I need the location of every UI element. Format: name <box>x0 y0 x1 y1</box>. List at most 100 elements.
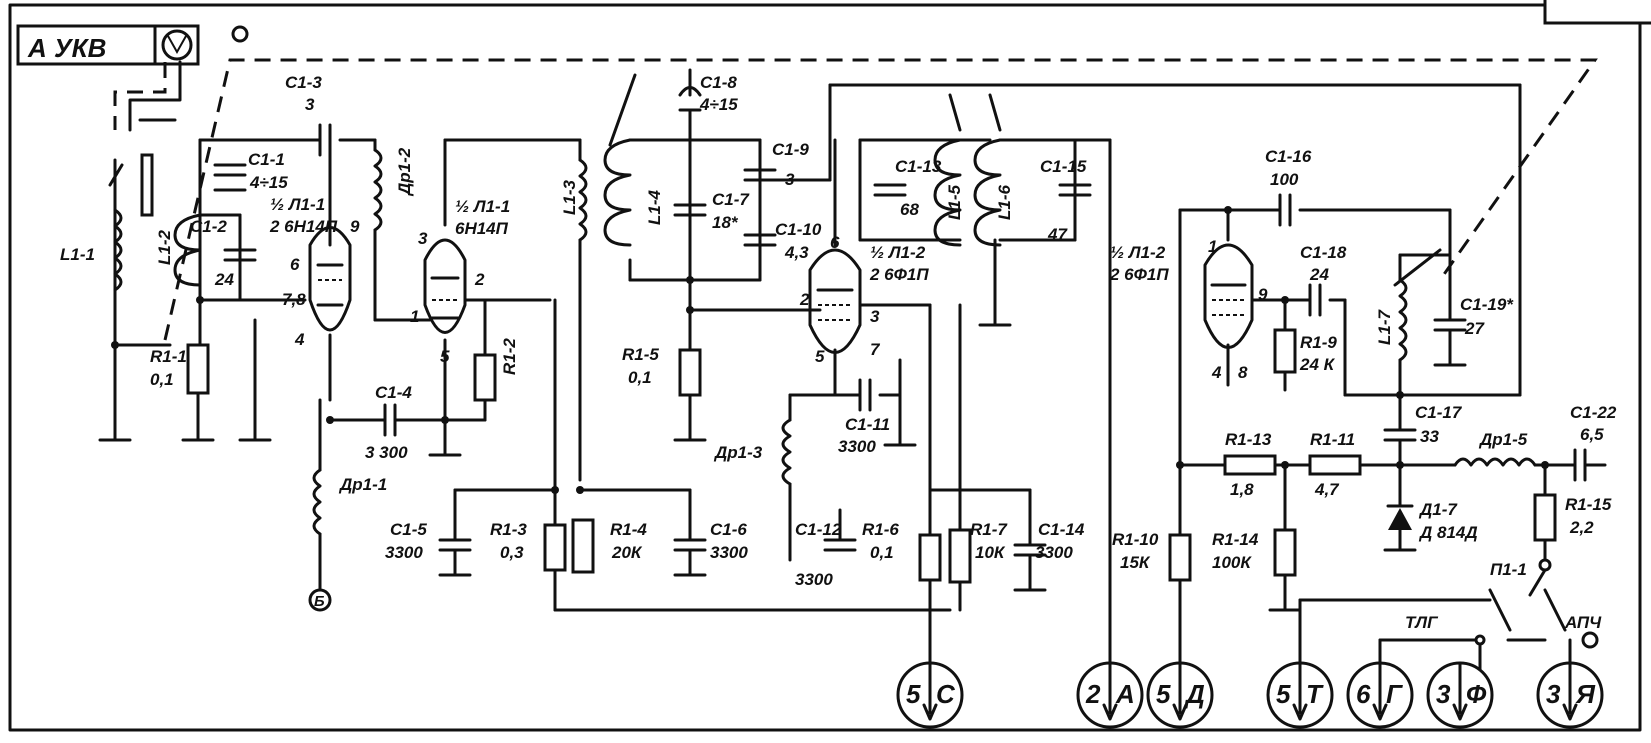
resistor-r1-11: R1-11 4,7 <box>1308 430 1362 499</box>
svg-text:R1-6: R1-6 <box>862 520 899 539</box>
svg-text:Др1-1: Др1-1 <box>338 475 387 494</box>
inductor-l1-2: L1-2 <box>155 213 202 287</box>
svg-text:3: 3 <box>870 307 880 326</box>
capacitor-c1-7: С1-7 18* <box>673 190 750 232</box>
frame-border <box>8 3 1642 732</box>
connector-number: 5 <box>1156 679 1171 709</box>
svg-text:24 К: 24 К <box>1299 355 1336 374</box>
svg-text:R1-15: R1-15 <box>1565 495 1612 514</box>
block-label: А УКВ <box>27 33 106 63</box>
antenna-feed <box>113 60 182 432</box>
svg-text:6,5: 6,5 <box>1580 425 1604 444</box>
capacitor-c1-16: С1-16 100 <box>1265 147 1312 227</box>
svg-text:4,3: 4,3 <box>784 243 809 262</box>
svg-text:С1-19*: С1-19* <box>1460 295 1514 314</box>
svg-text:С1-16: С1-16 <box>1265 147 1312 166</box>
svg-text:3300: 3300 <box>1035 543 1073 562</box>
ground-icon <box>98 428 132 442</box>
svg-text:8: 8 <box>1238 363 1248 382</box>
connector-letter: Т <box>1306 679 1324 709</box>
svg-text:Б: Б <box>314 593 325 610</box>
svg-text:33: 33 <box>1420 427 1439 446</box>
capacitor-c1-5: С1-5 3300 <box>385 488 472 577</box>
svg-text:24: 24 <box>214 270 234 289</box>
svg-text:3: 3 <box>418 229 428 248</box>
svg-text:6: 6 <box>830 233 840 252</box>
svg-text:С1-13: С1-13 <box>895 157 942 176</box>
svg-text:½ Л1-1: ½ Л1-1 <box>270 195 325 214</box>
svg-text:С1-22: С1-22 <box>1570 403 1617 422</box>
capacitor-c1-18: С1-18 24 <box>1300 243 1347 317</box>
svg-text:С1-17: С1-17 <box>1415 403 1463 422</box>
svg-text:R1-3: R1-3 <box>490 520 527 539</box>
svg-text:1: 1 <box>1208 237 1217 256</box>
svg-text:С1-10: С1-10 <box>775 220 822 239</box>
tube-l1-2-a: ½ Л1-2 2 6Ф1П 6 2 3 5 7 <box>799 138 929 366</box>
svg-text:6: 6 <box>290 255 300 274</box>
connector-number: 6 <box>1356 679 1371 709</box>
svg-text:9: 9 <box>1258 285 1268 304</box>
svg-text:3300: 3300 <box>710 543 748 562</box>
connector-number: 3 <box>1546 679 1561 709</box>
svg-text:R1-5: R1-5 <box>622 345 659 364</box>
svg-text:10К: 10К <box>975 543 1006 562</box>
connector-arrow-icon <box>1102 661 1118 721</box>
svg-text:0,1: 0,1 <box>150 370 174 389</box>
svg-text:2 6Ф1П: 2 6Ф1П <box>1109 265 1169 284</box>
svg-text:3300: 3300 <box>385 543 423 562</box>
capacitor-c1-12: С1-12 3300 <box>788 508 857 589</box>
connector-arrow-icon <box>1372 661 1388 721</box>
svg-text:Др1-3: Др1-3 <box>713 443 763 462</box>
svg-text:4: 4 <box>1211 363 1222 382</box>
svg-text:R1-2: R1-2 <box>500 338 519 375</box>
svg-text:L1-5: L1-5 <box>945 185 964 221</box>
svg-text:4÷15: 4÷15 <box>249 173 288 192</box>
svg-text:С1-6: С1-6 <box>710 520 747 539</box>
svg-text:С1-4: С1-4 <box>375 383 412 402</box>
svg-text:7,8: 7,8 <box>282 290 306 309</box>
connector-number: 3 <box>1436 679 1451 709</box>
svg-text:R1-11: R1-11 <box>1310 430 1355 449</box>
svg-text:5: 5 <box>815 347 825 366</box>
svg-text:R1-13: R1-13 <box>1225 430 1272 449</box>
terminal-b: Б <box>308 588 332 612</box>
svg-text:L1-4: L1-4 <box>645 190 664 226</box>
svg-text:L1-7: L1-7 <box>1375 309 1394 346</box>
svg-text:С1-3: С1-3 <box>285 73 322 92</box>
svg-text:С1-15: С1-15 <box>1040 157 1087 176</box>
svg-text:18*: 18* <box>712 213 739 232</box>
capacitor-c1-19: С1-19* 27 <box>1433 253 1514 367</box>
resistor-r1-3: R1-3 0,3 <box>490 520 567 572</box>
choke-dr1-2: Др1-2 <box>373 138 432 322</box>
svg-text:С1-1: С1-1 <box>248 150 285 169</box>
svg-text:15К: 15К <box>1120 553 1151 572</box>
svg-text:4: 4 <box>294 330 305 349</box>
dashed-link <box>163 58 1598 341</box>
svg-text:R1-7: R1-7 <box>970 520 1008 539</box>
small-circle-mark <box>1581 631 1599 649</box>
svg-text:½ Л1-2: ½ Л1-2 <box>1110 243 1166 262</box>
resistor-r1-6: R1-6 0,1 <box>862 520 942 612</box>
connector-letter: Ф <box>1466 679 1487 709</box>
svg-text:С1-14: С1-14 <box>1038 520 1085 539</box>
capacitor-c1-4: С1-4 3 300 <box>365 383 412 462</box>
capacitor-c1-1: С1-1 4÷15 <box>213 150 288 192</box>
svg-text:2 6Ф1П: 2 6Ф1П <box>869 265 929 284</box>
connector-arrow-icon <box>1292 661 1308 721</box>
svg-text:20К: 20К <box>611 543 643 562</box>
svg-text:2: 2 <box>799 290 810 309</box>
inductor-l1-1: L1-1 <box>60 153 154 292</box>
svg-text:1: 1 <box>410 307 419 326</box>
svg-text:R1-1: R1-1 <box>150 347 187 366</box>
resistor-r1-14: R1-14 100К <box>1212 463 1302 612</box>
connector-number: 5 <box>906 679 921 709</box>
connector-arrow-icon <box>1562 661 1578 721</box>
svg-text:3: 3 <box>305 95 315 114</box>
tube-l1-2-b: ½ Л1-2 2 6Ф1П 1 9 4 8 <box>1109 208 1268 382</box>
capacitor-c1-6: С1-6 3300 <box>673 488 748 577</box>
svg-text:С1-9: С1-9 <box>772 140 809 159</box>
